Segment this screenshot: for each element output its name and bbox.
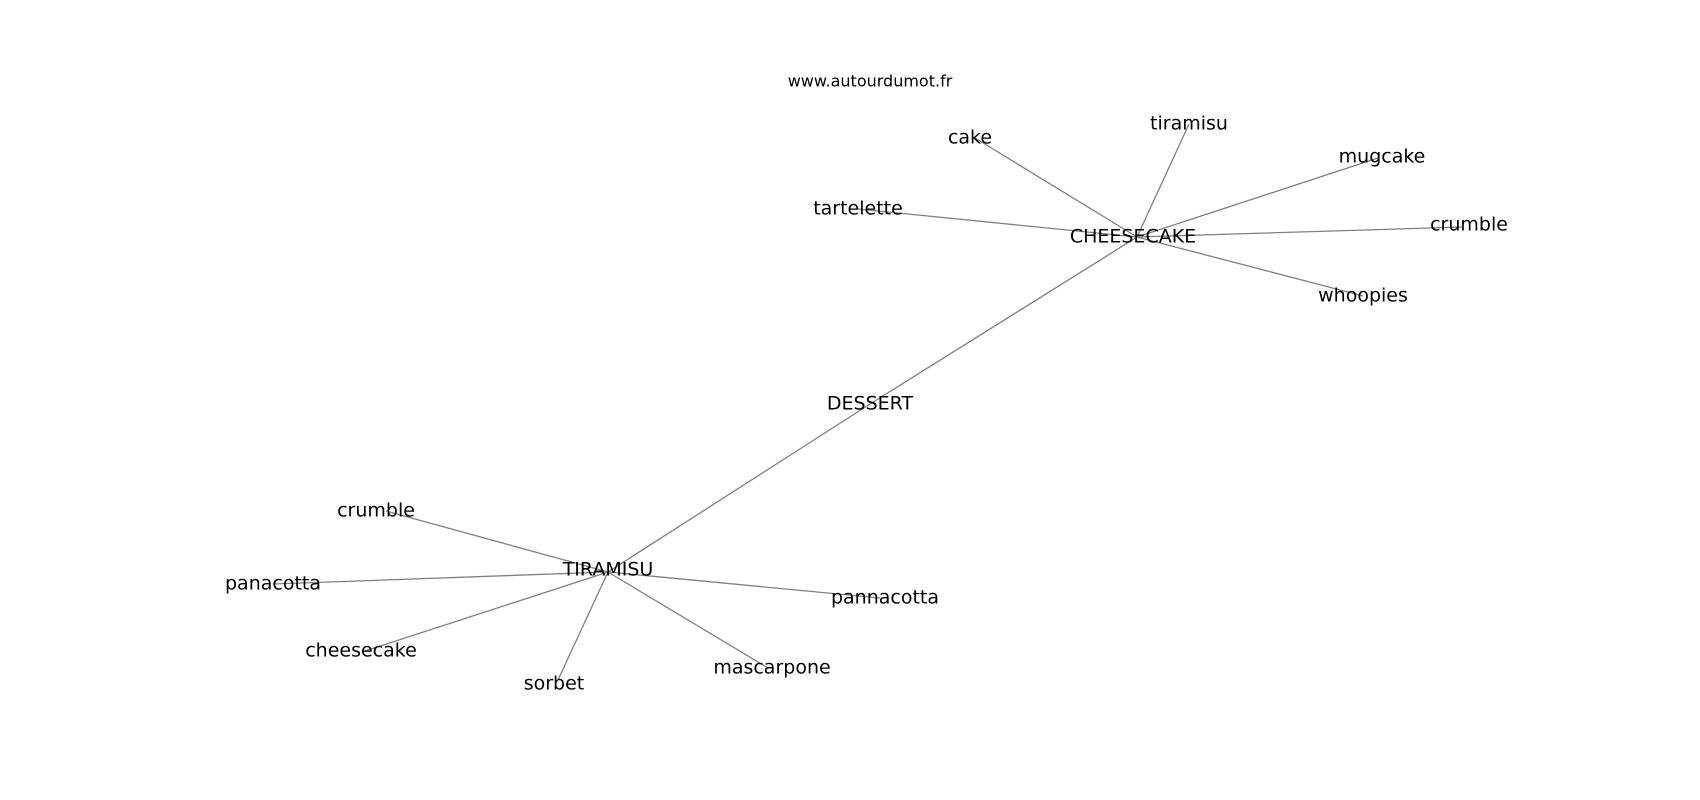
graph-labels: DESSERT CHEESECAKE TIRAMISU cake tiramisu mug…: [225, 113, 1508, 695]
edge-cheesecake-hub-cake: [974, 137, 1138, 238]
edge-cheesecake-hub-whoopies: [1136, 236, 1364, 297]
edge-cheesecake-hub-tartelette: [857, 208, 1138, 238]
node-panacotta: panacotta: [225, 573, 321, 595]
edge-tiramisu-hub-pannacotta: [607, 571, 881, 599]
edge-dessert-tiramisu-hub: [607, 403, 871, 573]
node-sorbet: sorbet: [524, 673, 585, 695]
edge-cheesecake-hub-tiramisu: [1136, 123, 1190, 238]
node-dessert: DESSERT: [827, 393, 914, 415]
node-cheesecake-hub: CHEESECAKE: [1070, 226, 1196, 248]
node-mugcake: mugcake: [1339, 146, 1426, 168]
node-crumble-top: crumble: [1430, 214, 1508, 236]
node-crumble-bottom: crumble: [337, 500, 415, 522]
site-caption: www.autourdumot.fr: [788, 72, 953, 91]
edge-tiramisu-hub-panacotta: [272, 571, 609, 585]
edge-tiramisu-hub-crumble-bottom: [385, 510, 609, 573]
node-cheesecake: cheesecake: [305, 640, 417, 662]
edge-dessert-cheesecake-hub: [869, 236, 1138, 405]
node-cake: cake: [948, 127, 992, 149]
edge-tiramisu-hub-mascarpone: [607, 571, 769, 669]
node-tiramisu-hub: TIRAMISU: [562, 559, 654, 581]
edge-tiramisu-hub-cheesecake: [364, 571, 609, 652]
node-mascarpone: mascarpone: [713, 657, 830, 679]
graph-edges: [272, 123, 1463, 681]
edge-cheesecake-hub-crumble-top: [1136, 226, 1463, 238]
node-whoopies: whoopies: [1318, 285, 1408, 307]
node-pannacotta: pannacotta: [831, 587, 939, 609]
node-tiramisu: tiramisu: [1150, 113, 1228, 135]
node-tartelette: tartelette: [813, 198, 903, 220]
edge-tiramisu-hub-sorbet: [557, 571, 609, 681]
edge-cheesecake-hub-mugcake: [1136, 157, 1379, 238]
